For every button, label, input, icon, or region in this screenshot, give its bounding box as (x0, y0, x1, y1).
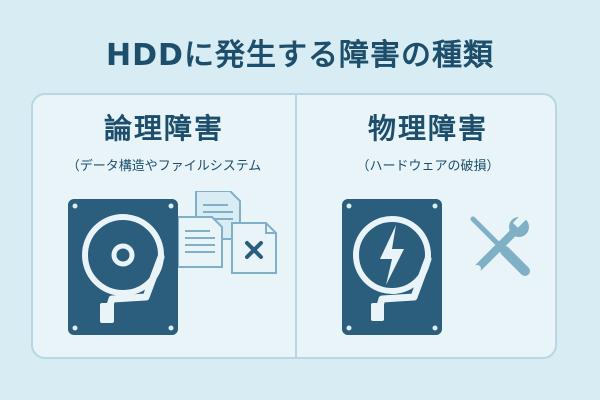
hdd-icon (68, 199, 178, 335)
physical-failure-subtitle: （ハードウェアの破損） (356, 159, 500, 174)
divider (295, 95, 297, 357)
physical-failure-heading: 物理障害 (367, 112, 488, 145)
physical-failure-section: 物理障害 （ハードウェアの破損） (297, 95, 559, 357)
page-title: HDDに発生する障害の種類 (106, 38, 494, 73)
logical-failure-subtitle: （データ構造やファイルシステム (66, 159, 262, 174)
lightning-icon (380, 225, 404, 285)
wrench-screwdriver-icon (470, 213, 530, 276)
documents-icon (178, 191, 277, 274)
hdd-icon (342, 199, 442, 335)
logical-failure-heading: 論理障害 (103, 112, 224, 145)
logical-failure-section: 論理障害 （データ構造やファイルシステム (33, 95, 295, 357)
comparison-panel: 論理障害 （データ構造やファイルシステム (31, 93, 557, 359)
